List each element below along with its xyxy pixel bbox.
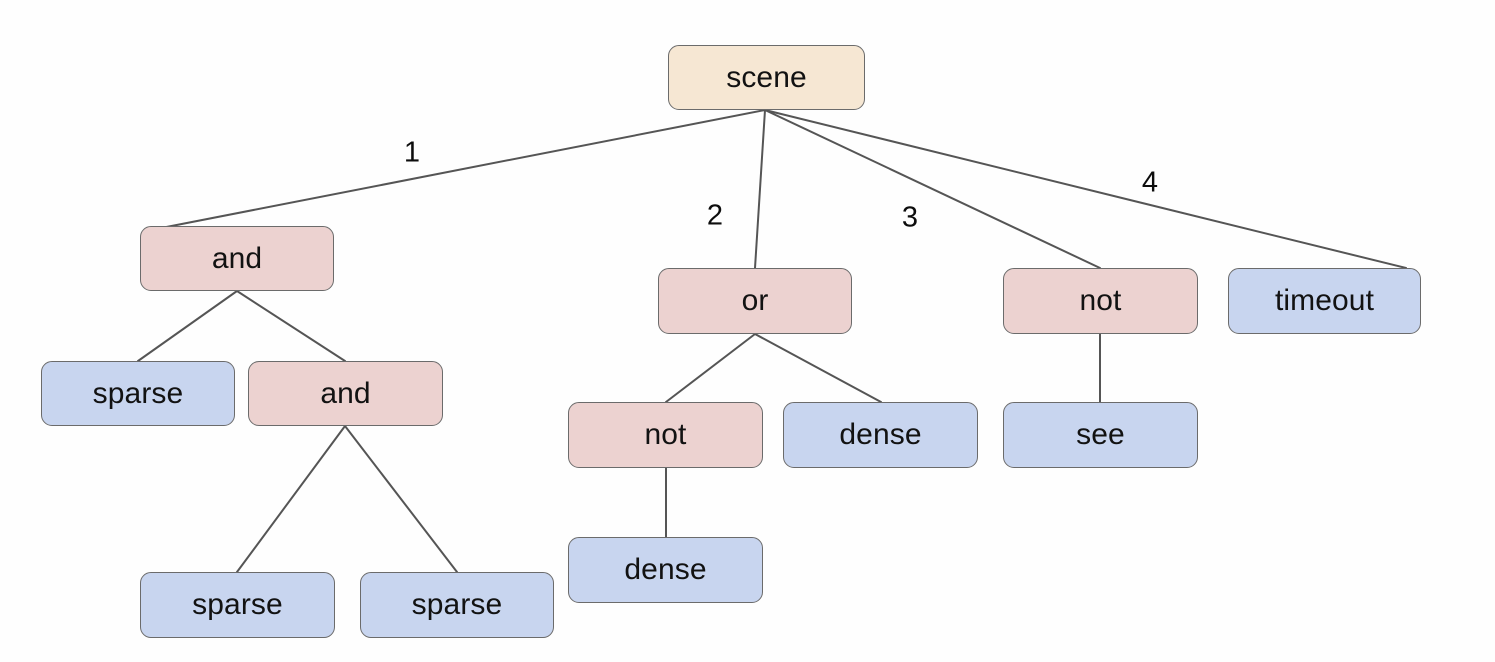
tree-edge-and1-sparse1 <box>137 290 238 362</box>
tree-node-label: and <box>211 241 263 275</box>
tree-node-label: timeout <box>1274 284 1375 317</box>
tree-node-scene[interactable]: scene <box>668 45 865 110</box>
tree-node-timeout1[interactable]: timeout <box>1228 268 1421 334</box>
tree-node-sparse3[interactable]: sparse <box>360 572 554 638</box>
tree-node-dense1[interactable]: dense <box>783 402 978 468</box>
tree-node-label: see <box>1076 418 1125 451</box>
edge-label-3: 3 <box>901 201 919 234</box>
tree-node-label: sparse <box>411 588 503 621</box>
tree-edge-and1-and2 <box>236 290 346 362</box>
tree-node-not1[interactable]: not <box>568 402 763 468</box>
tree-node-and1[interactable]: and <box>140 226 334 291</box>
edge-label-2: 2 <box>706 199 724 232</box>
tree-node-label: dense <box>624 553 707 586</box>
tree-node-label: and <box>320 376 371 410</box>
tree-node-label: scene <box>726 60 807 94</box>
tree-node-label: sparse <box>92 376 184 410</box>
tree-edge-or1-dense1 <box>754 333 882 403</box>
edge-label-1: 1 <box>403 136 421 169</box>
tree-node-sparse1[interactable]: sparse <box>41 361 235 426</box>
tree-node-and2[interactable]: and <box>248 361 443 426</box>
tree-node-see1[interactable]: see <box>1003 402 1198 468</box>
tree-edge-and2-sparse2 <box>236 425 346 573</box>
edge-label-4: 4 <box>1141 166 1159 199</box>
tree-node-label: or <box>741 284 769 317</box>
tree-edge-scene-timeout1 <box>764 109 1407 269</box>
tree-edge-and2-sparse3 <box>344 425 458 573</box>
tree-edge-scene-or1 <box>754 109 766 269</box>
tree-edge-or1-not1 <box>665 333 756 403</box>
tree-node-label: dense <box>839 418 922 451</box>
tree-node-not2[interactable]: not <box>1003 268 1198 334</box>
tree-node-sparse2[interactable]: sparse <box>140 572 335 638</box>
tree-edge-scene-not2 <box>764 109 1101 269</box>
tree-node-label: not <box>644 418 687 451</box>
tree-node-or1[interactable]: or <box>658 268 852 334</box>
tree-node-dense2[interactable]: dense <box>568 537 763 603</box>
tree-node-label: sparse <box>192 588 283 621</box>
tree-node-label: not <box>1079 284 1122 317</box>
tree-edge-scene-and1 <box>150 109 766 231</box>
